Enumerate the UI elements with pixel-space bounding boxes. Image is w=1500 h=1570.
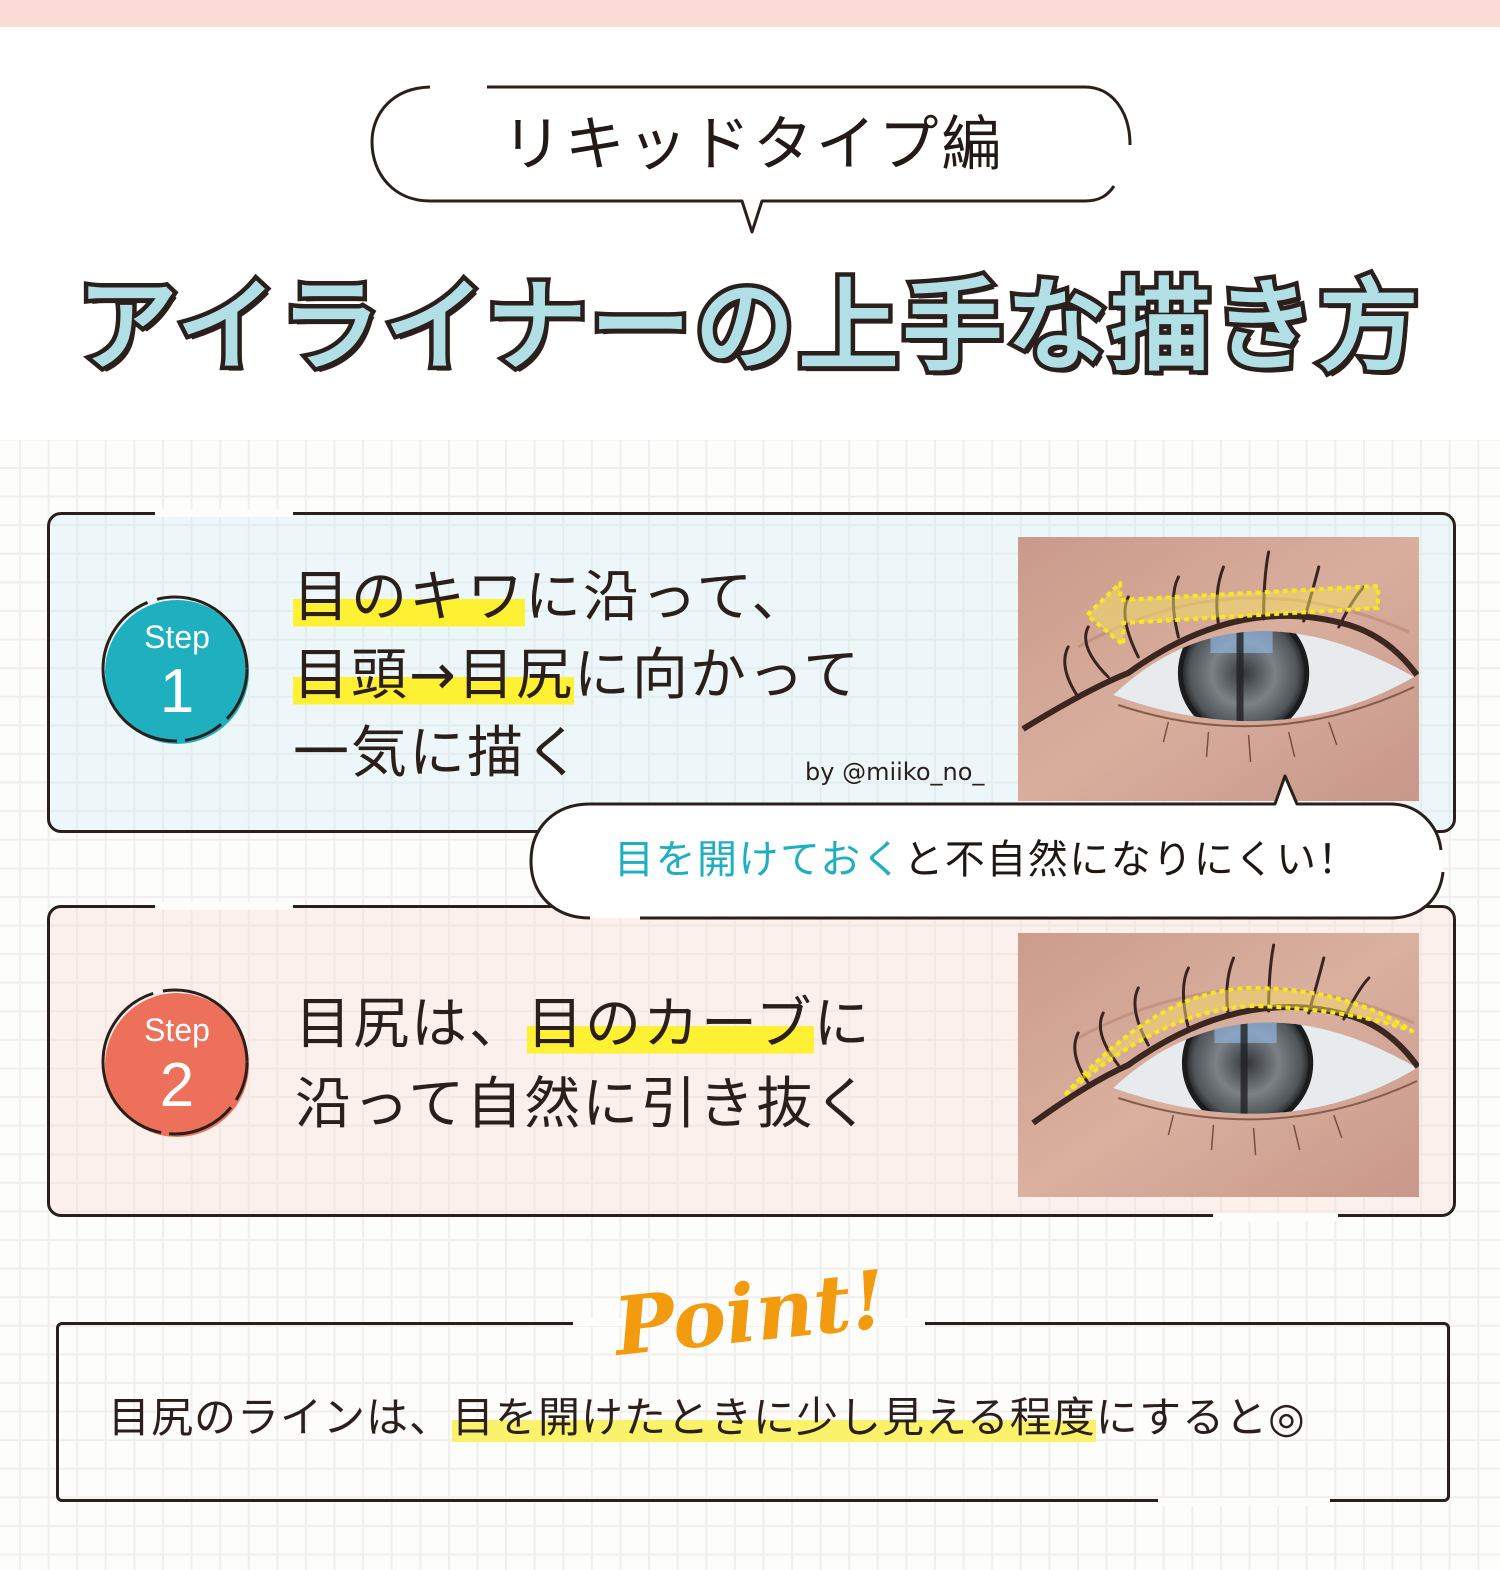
subtitle: リキッドタイプ編 — [502, 110, 1004, 180]
instruction-line: 一気に描く — [293, 715, 861, 793]
top-band — [0, 0, 1500, 27]
border-gap — [1213, 1213, 1338, 1221]
step-number: 2 — [159, 1051, 195, 1120]
border-gap — [155, 902, 293, 910]
text-segment: に向かって — [573, 643, 862, 708]
step-1-card: Step 1 目のキワに沿って、 目頭→目尻に向かって 一気に描く by @mi… — [47, 512, 1456, 833]
step-label: Step — [144, 619, 210, 655]
text-segment: 目のカーブ — [527, 992, 814, 1057]
text-segment: 目尻のラインは、 — [108, 1393, 453, 1442]
step-2-instructions: 目尻は、目のカーブに 沿って自然に引き抜く — [295, 985, 872, 1145]
subtitle-speech-bubble — [370, 85, 1132, 234]
instruction-line: 目頭→目尻に向かって — [293, 637, 861, 715]
text-segment: 沿って自然に引き抜く — [295, 1072, 873, 1137]
tip-accent-text: 目を開けておく — [614, 837, 904, 883]
step-1-eye-photo — [1018, 537, 1419, 801]
text-segment: にすると◎ — [1095, 1393, 1306, 1442]
text-segment: 目のキワ — [293, 565, 525, 630]
point-text: 目尻のラインは、目を開けたときに少し見える程度にすると◎ — [108, 1393, 1306, 1443]
border-gap — [573, 1318, 925, 1326]
step-1-badge — [101, 595, 249, 744]
tip-rest-text: と不自然になりにくい！ — [903, 837, 1360, 883]
page-title: アイライナーの上手な描き方 — [73, 268, 1423, 385]
tip-text: 目を開けておくと不自然になりにくい！ — [614, 835, 1359, 885]
step-label: Step — [144, 1012, 210, 1048]
step-2-card: Step 2 目尻は、目のカーブに 沿って自然に引き抜く — [47, 905, 1456, 1217]
text-segment: 目を開けたときに少し見える程度 — [452, 1393, 1096, 1442]
step-2-eye-photo — [1018, 933, 1419, 1197]
text-segment: 一気に描く — [293, 721, 583, 786]
border-gap — [155, 509, 293, 517]
step-2-badge — [101, 988, 249, 1137]
instruction-line: 沿って自然に引き抜く — [295, 1065, 872, 1145]
text-segment: 目尻は、 — [295, 992, 527, 1057]
text-segment: に — [813, 992, 872, 1057]
photo-credit: by @miiko_no_ — [805, 758, 985, 786]
step-number: 1 — [159, 657, 195, 726]
instruction-line: 目のキワに沿って、 — [293, 559, 861, 637]
text-segment: 目頭→目尻 — [293, 643, 574, 708]
instruction-line: 目尻は、目のカーブに — [295, 985, 872, 1065]
text-segment: に沿って、 — [525, 565, 810, 630]
point-card: 目尻のラインは、目を開けたときに少し見える程度にすると◎ — [56, 1322, 1450, 1502]
step-1-instructions: 目のキワに沿って、 目頭→目尻に向かって 一気に描く — [293, 559, 861, 793]
tip-speech-bubble — [529, 774, 1445, 920]
border-gap — [1158, 1498, 1330, 1506]
